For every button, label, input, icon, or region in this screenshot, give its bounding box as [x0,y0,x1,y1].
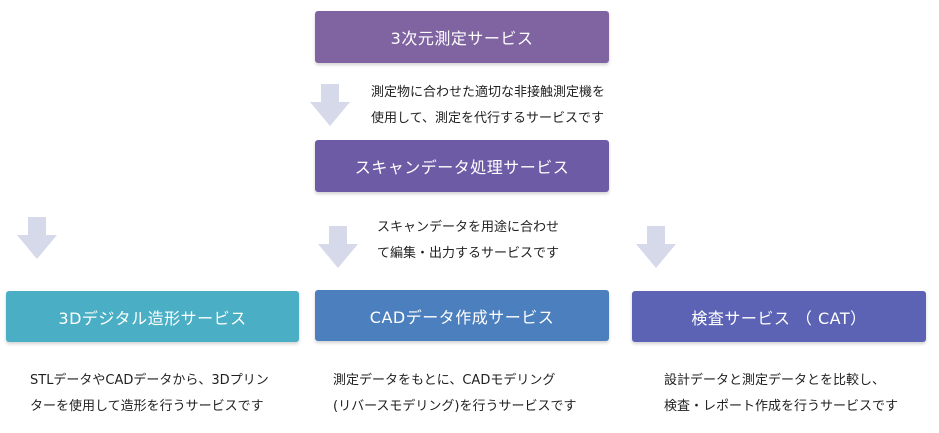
cad-description-line-2: (リバースモデリング)を行うサービスです [333,399,577,414]
down-arrow-icon [318,226,358,268]
scan-service-box: スキャンデータ処理サービス [315,140,609,192]
cad-description: 測定データをもとに、CADモデリング (リバースモデリング)を行うサービスです [333,368,577,420]
scan-service-label: スキャンデータ処理サービス [354,158,570,177]
cat-description-line-1: 設計データと測定データとを比較し、 [664,373,886,388]
3d-print-service-label: 3Dデジタル造形サービス [58,308,247,328]
measure-service-box: 3次元測定サービス [315,11,609,63]
cat-description: 設計データと測定データとを比較し、 検査・レポート作成を行うサービスです [664,368,898,420]
measure-description-line-1: 測定物に合わせた適切な非接触測定機を [371,85,606,100]
3d-print-description-line-2: ターを使用して造形を行うサービスです [30,399,264,414]
measure-description-line-2: 使用して、測定を代行するサービスです [371,111,604,126]
down-arrow-icon [636,226,676,268]
scan-description: スキャンデータを用途に合わせ て編集・出力するサービスです [377,215,559,267]
measure-service-label: 3次元測定サービス [390,29,534,48]
down-arrow-icon [17,217,57,259]
3d-print-description: STLデータやCADデータから、3Dプリン ターを使用して造形を行うサービスです [30,368,269,420]
down-arrow-icon [310,84,350,126]
scan-description-line-1: スキャンデータを用途に合わせ [377,220,560,235]
3d-print-service-box: 3Dデジタル造形サービス [6,291,299,342]
measure-description: 測定物に合わせた適切な非接触測定機を 使用して、測定を代行するサービスです [371,80,605,132]
cad-service-box: CADデータ作成サービス [315,290,609,341]
3d-print-description-line-1: STLデータやCADデータから、3Dプリン [30,373,269,388]
cad-description-line-1: 測定データをもとに、CADモデリング [333,373,556,388]
cad-service-label: CADデータ作成サービス [369,307,555,327]
cat-service-box: 検査サービス （ CAT） [632,291,926,342]
cat-service-label: 検査サービス （ CAT） [691,308,867,328]
scan-description-line-2: て編集・出力するサービスです [377,246,560,261]
cat-description-line-2: 検査・レポート作成を行うサービスです [664,399,899,414]
